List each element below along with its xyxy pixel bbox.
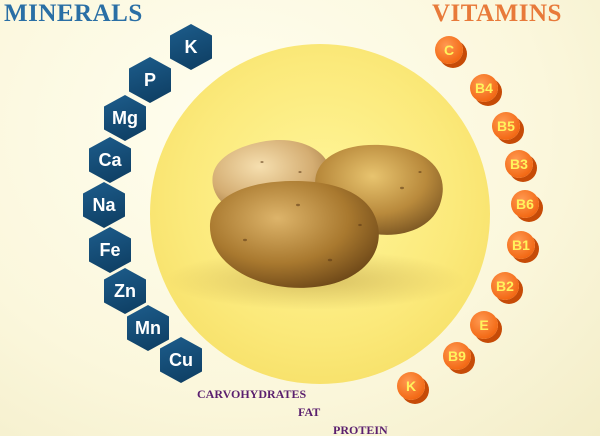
potato-front xyxy=(209,180,379,288)
vitamin-badge: B1 xyxy=(507,231,535,259)
vitamin-badge: B6 xyxy=(511,190,539,218)
vitamin-badge: B2 xyxy=(491,272,519,300)
vitamins-heading: VITAMINS xyxy=(432,0,562,27)
mineral-badge: Na xyxy=(83,182,125,228)
nutrient-fat: FAT xyxy=(298,405,321,419)
mineral-badge: Ca xyxy=(89,137,131,183)
vitamin-badge: B4 xyxy=(470,74,498,102)
nutrient-protein: PROTEIN xyxy=(333,423,388,436)
vitamin-badge: B3 xyxy=(505,150,533,178)
vitamin-badge: B5 xyxy=(492,112,520,140)
potato-eyes xyxy=(243,161,422,262)
vitamin-badge: C xyxy=(435,36,463,64)
vitamin-badge: K xyxy=(397,372,425,400)
nutrient-carbohydrates: CARVOHYDRATES xyxy=(197,387,307,401)
minerals-heading: MINERALS xyxy=(4,0,143,27)
vitamin-badge: B9 xyxy=(443,342,471,370)
vitamin-badge: E xyxy=(470,311,498,339)
